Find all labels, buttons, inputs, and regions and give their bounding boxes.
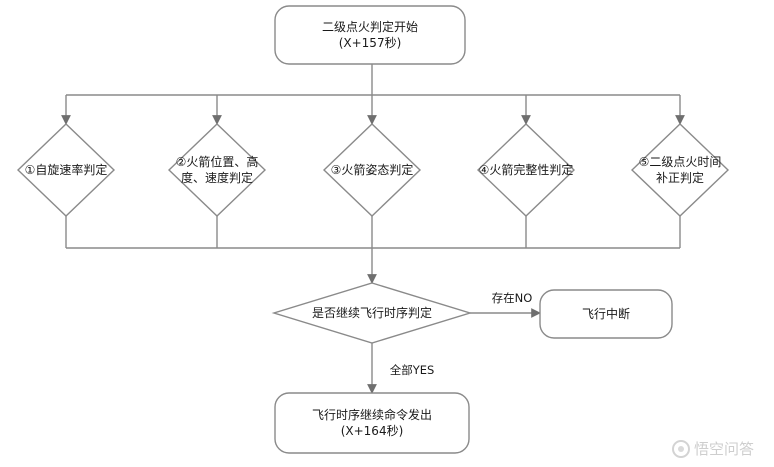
check-node-3 bbox=[322, 123, 422, 217]
watermark: 悟空问答 bbox=[671, 438, 754, 459]
abort-node bbox=[539, 289, 673, 339]
check-node-4 bbox=[476, 123, 576, 217]
decision-node-label: 是否继续飞行时序判定 bbox=[312, 305, 432, 320]
continue-node-label: 飞行时序继续命令发出(X+164秒) bbox=[312, 407, 432, 438]
check-node-1-label: ①自旋速率判定 bbox=[25, 162, 108, 177]
check-node-5 bbox=[630, 123, 730, 217]
check-node-3-label: ③火箭姿态判定 bbox=[331, 162, 414, 177]
nodes: 二级点火判定开始(X+157秒) ①自旋速率判定 ②火箭位置、高度、速度判定 ③火箭姿… bbox=[16, 5, 730, 454]
chat-bubble-icon bbox=[671, 439, 690, 458]
continue-node bbox=[274, 392, 470, 454]
check-node-2 bbox=[167, 123, 267, 217]
edge-labels: 存在NO 全部YES bbox=[390, 291, 533, 377]
check-node-1 bbox=[16, 123, 116, 217]
start-node bbox=[274, 5, 466, 65]
decision-node bbox=[271, 282, 473, 344]
connectors bbox=[61, 64, 685, 394]
check-node-5-label: ⑤二级点火时间补正判定 bbox=[639, 155, 722, 185]
abort-node-label: 飞行中断 bbox=[582, 306, 630, 321]
edge-label-no: 存在NO bbox=[492, 291, 533, 305]
check-node-4-label: ④火箭完整性判定 bbox=[479, 162, 574, 177]
check-node-2-label: ②火箭位置、高度、速度判定 bbox=[176, 154, 259, 185]
watermark-text: 悟空问答 bbox=[693, 440, 754, 458]
start-node-label: 二级点火判定开始(X+157秒) bbox=[322, 19, 418, 50]
edge-label-yes: 全部YES bbox=[390, 363, 435, 377]
